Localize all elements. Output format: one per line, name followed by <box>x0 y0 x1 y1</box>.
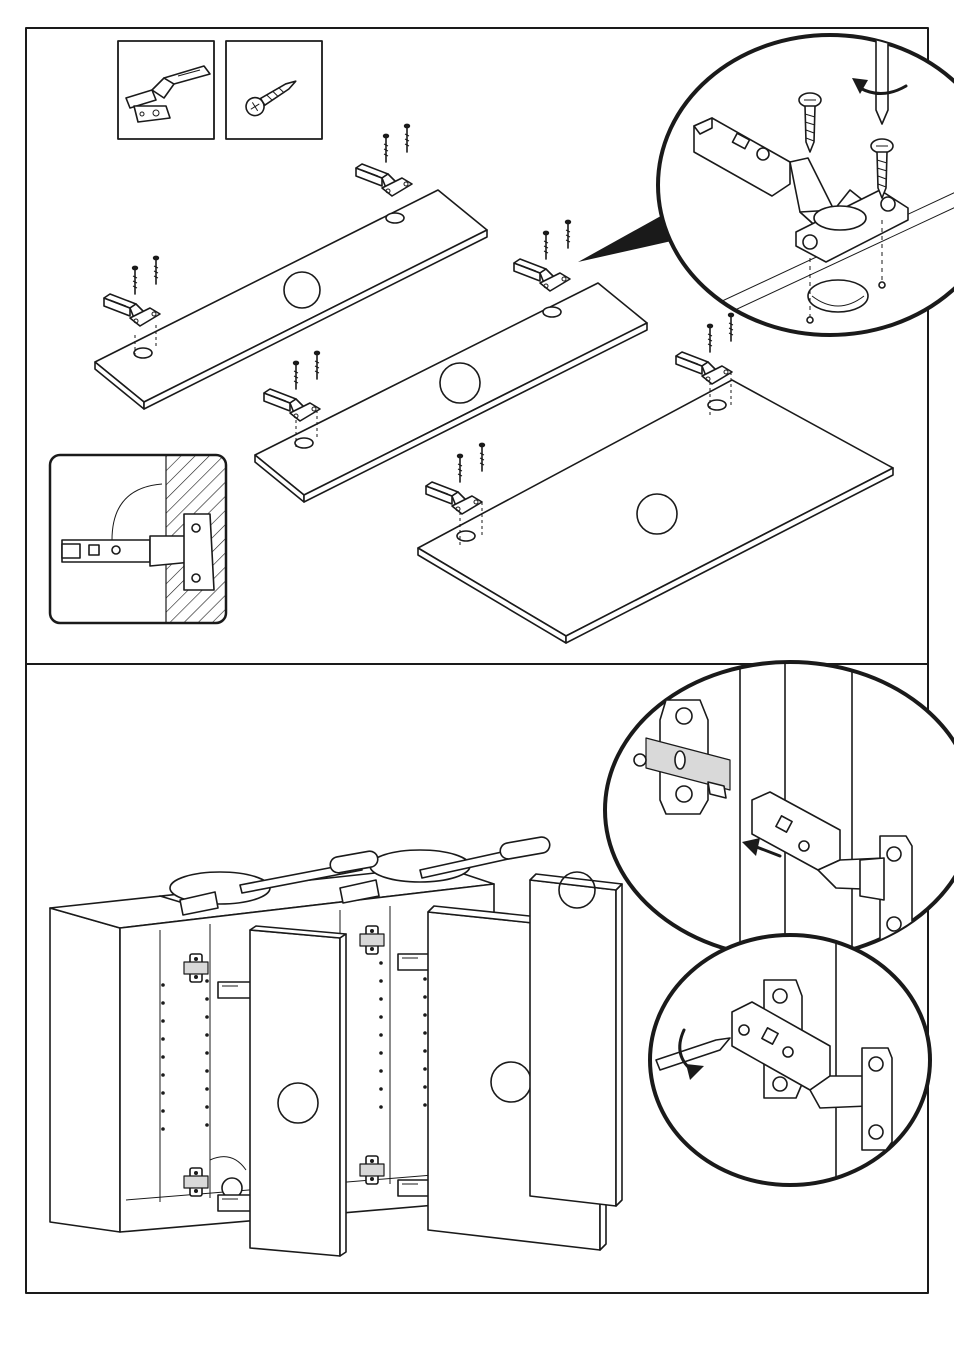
parts-box-screw <box>225 40 323 140</box>
board-3 <box>417 311 894 644</box>
screw-large-2 <box>870 138 894 199</box>
hinge-arm-large <box>751 791 913 943</box>
rotate-arrow-icon <box>852 78 908 95</box>
hinge-mounted-large <box>731 979 893 1151</box>
top-panel <box>48 33 954 644</box>
rotate-arrow-icon <box>678 1028 704 1080</box>
screwdriver-icon <box>875 35 889 125</box>
side-detail-box <box>48 453 228 625</box>
top-light-fitting <box>159 836 551 916</box>
board-1 <box>94 122 488 410</box>
board-2 <box>254 218 648 503</box>
callout-pointer <box>578 212 676 262</box>
slide-in-arrow-icon <box>742 838 782 858</box>
door-right <box>529 871 623 1207</box>
top-detail-callout <box>656 33 954 337</box>
screw-icon <box>245 80 297 117</box>
screwdriver-icon <box>655 1037 731 1071</box>
door-left <box>249 925 347 1257</box>
bottom-detail-callout-1 <box>603 660 954 960</box>
shelf-pin-holes <box>161 959 427 1131</box>
bottom-detail-callout-2 <box>648 933 932 1187</box>
hinge-section-icon <box>61 455 226 623</box>
mounting-plate <box>633 699 731 815</box>
bottom-panel <box>49 660 954 1257</box>
parts-box-hinge <box>117 40 215 140</box>
concealed-hinge-icon <box>125 65 211 123</box>
hinge-large <box>693 117 909 263</box>
screw-large-1 <box>798 92 822 153</box>
